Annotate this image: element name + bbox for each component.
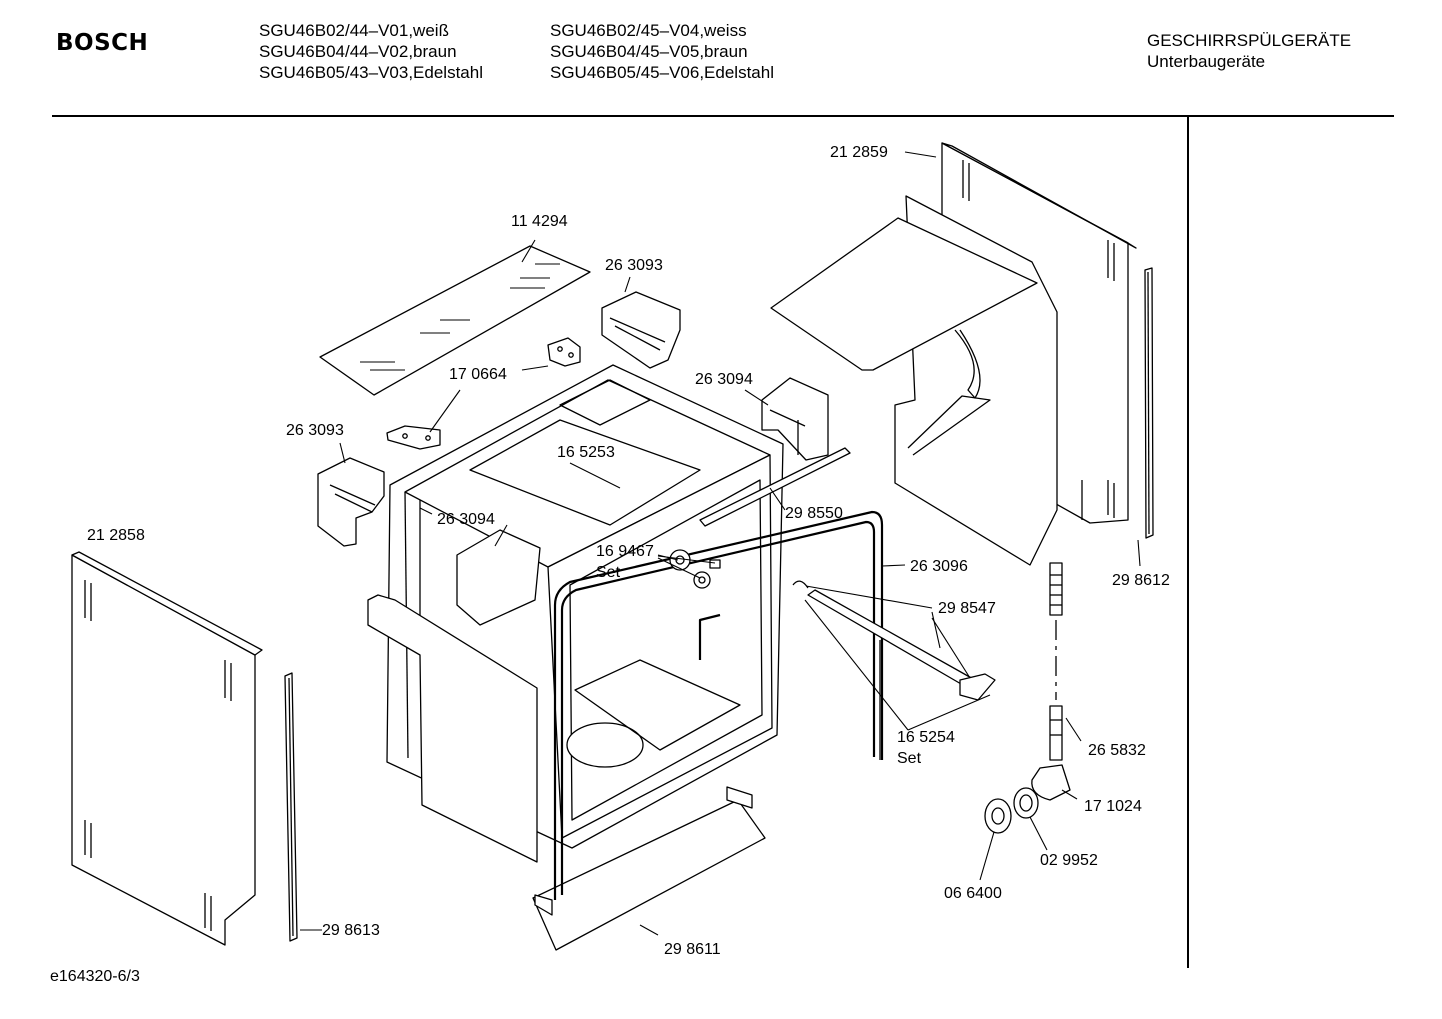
category-block: GESCHIRRSPÜLGERÄTE Unterbaugeräte	[1147, 30, 1351, 72]
category-subtitle: Unterbaugeräte	[1147, 52, 1266, 71]
model-list-left: SGU46B02/44–V01,weiß SGU46B04/44–V02,bra…	[259, 20, 483, 83]
part-number: 21 2858	[87, 527, 145, 544]
part-labels: 21 2859 11 4294 26 3093 17 0664 26 3094 …	[87, 144, 1170, 958]
door-seal-frame	[553, 510, 884, 900]
document-id: e164320-6/3	[50, 968, 140, 985]
part-number: 26 3096	[910, 558, 968, 575]
part-number: 21 2859	[830, 144, 888, 161]
model-variant: SGU46B04/45–V05,braun	[550, 42, 748, 61]
part-number: 26 5832	[1088, 742, 1146, 759]
part-note: Set	[596, 564, 621, 581]
part-number: 16 9467	[596, 543, 654, 560]
model-variant: SGU46B02/45–V04,weiss	[550, 21, 747, 40]
door-hinge-rod	[792, 580, 996, 760]
worktop-cover-film	[319, 245, 591, 396]
brand-logo: BOSCH	[56, 30, 149, 56]
side-panel-right	[770, 142, 1137, 566]
model-variant: SGU46B05/45–V06,Edelstahl	[550, 63, 774, 82]
front-control-panel	[367, 529, 541, 863]
model-variant: SGU46B02/44–V01,weiß	[259, 21, 449, 40]
part-number: 26 3093	[286, 422, 344, 439]
mounting-bracket	[386, 337, 581, 450]
part-number: 16 5253	[557, 444, 615, 461]
seal-strip-right	[1144, 267, 1154, 539]
part-number: 26 3093	[605, 257, 663, 274]
part-number: 02 9952	[1040, 852, 1098, 869]
corner-bracket	[317, 291, 681, 547]
header-divider	[52, 115, 1394, 117]
part-number: 06 6400	[944, 885, 1002, 902]
part-number: 26 3094	[695, 371, 753, 388]
part-number: 17 1024	[1084, 798, 1142, 815]
part-number: 29 8613	[322, 922, 380, 939]
part-number: 17 0664	[449, 366, 507, 383]
part-number: 29 8547	[938, 600, 996, 617]
sidebar-divider	[1187, 117, 1189, 968]
part-note: Set	[897, 750, 922, 767]
part-number: 29 8550	[785, 505, 843, 522]
part-number: 16 5254	[897, 729, 955, 746]
model-variant: SGU46B05/43–V03,Edelstahl	[259, 63, 483, 82]
part-number: 29 8612	[1112, 572, 1170, 589]
base-plinth	[532, 786, 766, 951]
corner-bracket-top	[761, 377, 829, 461]
category-title: GESCHIRRSPÜLGERÄTE	[1147, 31, 1352, 50]
model-variant: SGU46B04/44–V02,braun	[259, 42, 457, 61]
seal-strip	[284, 447, 851, 942]
part-number: 29 8611	[664, 941, 721, 958]
part-number: 26 3094	[437, 511, 495, 528]
leader-lines	[300, 151, 1141, 936]
part-number: 11 4294	[511, 213, 568, 230]
model-list-right: SGU46B02/45–V04,weiss SGU46B04/45–V05,br…	[550, 20, 774, 83]
drain-hose-parts	[984, 562, 1071, 834]
side-panel-left	[71, 551, 263, 946]
